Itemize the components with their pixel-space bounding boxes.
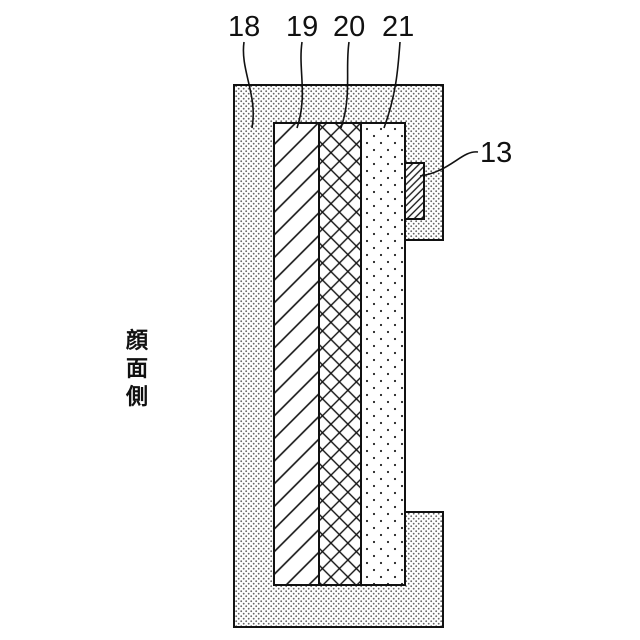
side-label-char-2: 面 [126,357,148,382]
side-label-char-3: 側 [125,385,148,410]
label-20: 20 [333,11,365,43]
side-label-char-1: 顔 [125,328,149,354]
label-18: 18 [228,11,260,43]
label-19: 19 [286,11,318,43]
layer-19 [274,123,319,585]
layer-20 [319,123,361,585]
label-21: 21 [382,11,414,43]
part-13 [405,163,424,219]
layer-21 [361,123,405,585]
label-13: 13 [480,137,512,169]
